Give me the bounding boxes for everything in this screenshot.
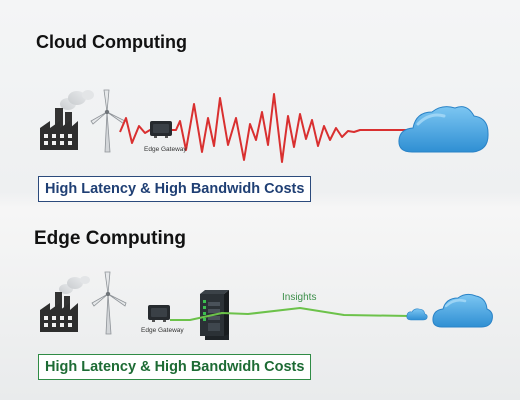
insights-label: Insights [282,292,317,303]
cloud-latency-badge: High Latency & High Bandwidh Costs [38,176,312,202]
factory-icon [40,90,94,150]
factory-icon [40,276,90,332]
edge-gateway-icon [150,121,172,138]
edge-gateway-label: Edge Gateway [141,327,184,334]
edge-gateway-label: Edge Gateway [144,146,187,153]
edge-computing-title: Edge Computing [34,228,186,249]
edge-gateway-icon [148,305,170,322]
small-cloud-icon [406,308,428,321]
cloud-computing-title: Cloud Computing [36,32,187,52]
cloud-icon [432,293,493,328]
insights-link-line [170,307,411,321]
cloud-icon [398,106,489,153]
wind-turbine-icon [90,89,126,153]
wind-turbine-icon [91,271,127,335]
edge-latency-badge: High Latency & High Bandwidh Costs [38,354,312,380]
high-latency-signal [119,93,408,163]
